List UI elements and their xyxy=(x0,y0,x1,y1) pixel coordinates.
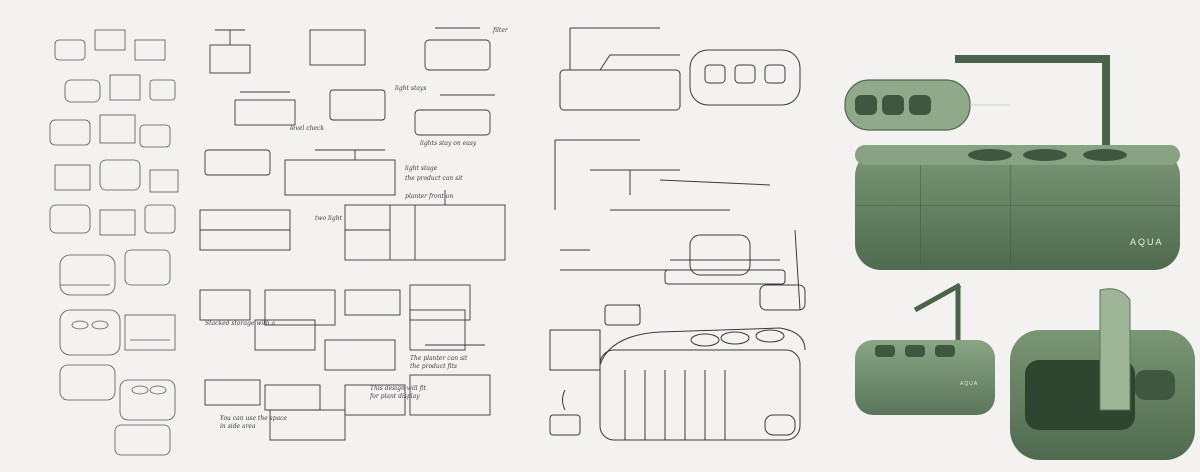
note-lights-on-easy: lights stay on easy xyxy=(420,140,477,147)
note-side-area: in side area xyxy=(220,423,256,430)
perspective-sketches-panel xyxy=(549,27,806,441)
note-design-could-fit: This design will fit xyxy=(370,385,427,392)
note-light-stage: light stage xyxy=(405,165,438,172)
note-filter: filter xyxy=(492,27,509,34)
brand-label-main: AQUA xyxy=(1130,237,1164,247)
render-angled-unit: AQUA xyxy=(855,282,995,415)
note-product-can-sit: the product can sit xyxy=(405,175,463,182)
note-stacked-storage: Stacked storage with a xyxy=(205,320,275,327)
note-plant-display: for plant display xyxy=(369,393,420,400)
render-detail-closeup xyxy=(1010,288,1195,460)
note-level-check: level check xyxy=(290,125,324,132)
brand-label-small: AQUA xyxy=(960,381,978,387)
render-main-unit: AQUA xyxy=(855,55,1180,270)
note-two-light: two light xyxy=(315,215,343,222)
product-render-panel: AQUA AQUA xyxy=(844,55,1195,460)
render-top-view xyxy=(844,79,1010,131)
note-use-space: You can use the space xyxy=(220,415,288,422)
note-planter-can-rest: The planter can sit xyxy=(410,355,468,362)
orthographic-sketches-panel: filter light stays level check lights st… xyxy=(199,27,509,441)
thumbnail-sketches-panel xyxy=(49,29,179,456)
note-planter-front: planter front on xyxy=(405,193,453,200)
note-light-stays: light stays xyxy=(395,85,426,92)
note-product-fits: the product fits xyxy=(410,363,457,370)
